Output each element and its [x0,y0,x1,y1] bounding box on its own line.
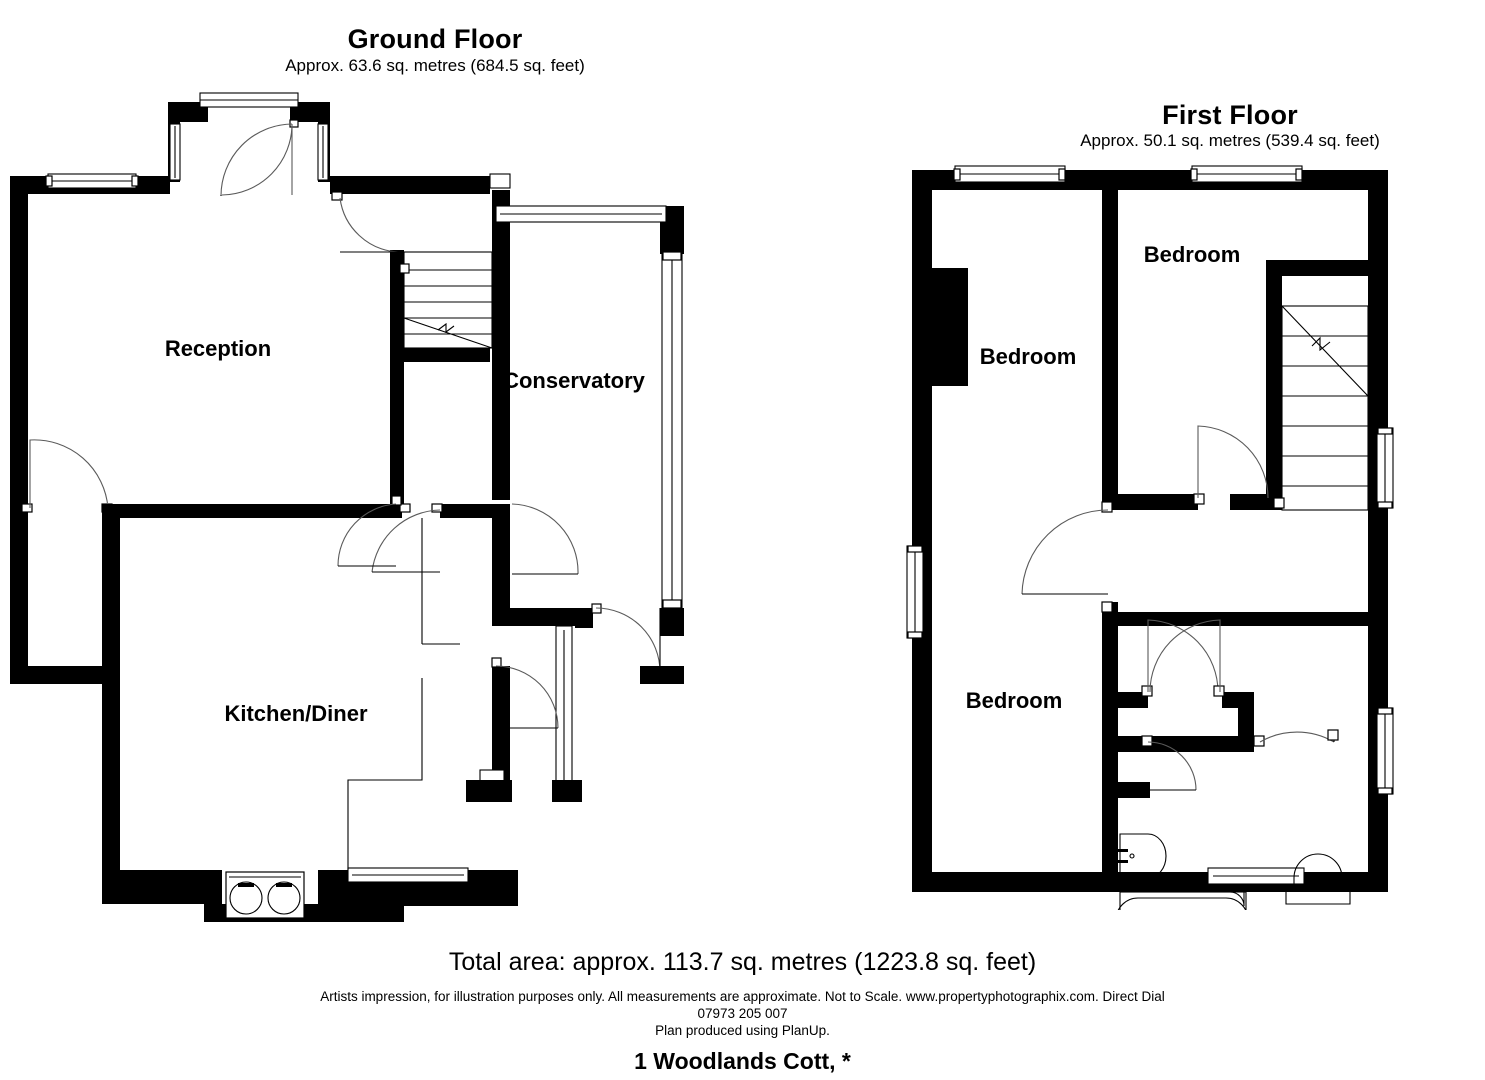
disclaimer-line-1: Artists impression, for illustration pur… [320,989,1165,1004]
interior-wall-hall-right [492,190,510,500]
hall-lower-door-hinge [391,495,402,506]
ff-wall-stair-left [1266,260,1282,510]
exterior-wall-left-upper [10,176,28,684]
conservatory-wall-lower [640,666,684,684]
lobby-door-swing [495,665,559,729]
conservatory-door-swing [511,503,579,575]
ff-wall-bathroom-right [1238,692,1254,752]
kitchen-door-hinge-right [431,503,443,513]
ff-exterior-wall-bottom [912,872,1388,892]
ff-bathroom-door-latch [1327,729,1339,741]
disclaimer-line-2: 07973 205 007 [697,1006,788,1021]
first-floor-plan: Bedroom Bedroom Bedroom [906,165,1394,910]
porch-front-door-swing [221,123,293,196]
alcove-door-hinge-left [21,503,33,513]
room-label-conservatory: Conservatory [503,368,646,393]
ff-bathroom-door-swing [1259,731,1335,743]
conservatory-back-door-swing [595,607,661,673]
conservatory-wall-bottom-right [660,608,684,636]
room-label-kitchen-diner: Kitchen/Diner [224,701,367,726]
porch-wall-top-left [168,102,208,122]
hall-door-swing [339,197,399,253]
ff-bedroom3-door-swing-right [1149,619,1221,693]
interior-wall-reception-kitchen [102,504,402,518]
exterior-wall-kitchen-bottom-left [102,870,222,904]
exterior-wall-kitchen-left [102,504,120,904]
interior-wall-hall-left [390,362,404,504]
first-floor-area: Approx. 50.1 sq. metres (539.4 sq. feet) [1080,131,1380,150]
interior-wall-kitchen-hall [440,504,510,518]
ff-bathroom-door-hinge [1253,735,1265,747]
ff-room-label-bedroom-3: Bedroom [966,688,1063,713]
interior-wall-stair-left [390,250,404,350]
ff-wall-bathroom-left [1102,626,1118,892]
kitchen-door-swing [371,509,441,573]
hall-door-hinge [331,191,343,201]
ff-wall-bathroom-top-left [1118,692,1148,708]
ff-room-label-bedroom-1: Bedroom [980,344,1077,369]
interior-wall-lobby-bottom [466,780,512,802]
total-area-text: Total area: approx. 113.7 sq. metres (12… [448,948,1037,976]
porch-wall-top-right [290,102,330,122]
ff-wall-bedroom2-bottom-left [1102,494,1198,510]
first-floor-title: First Floor [1162,100,1298,130]
ff-wall-bedroom2-bottom-right [1230,494,1268,510]
conservatory-wall-base [552,780,582,802]
conservatory-wall-bottom [492,608,592,626]
ff-bedroom3-door-swing-left [1147,619,1219,693]
ff-landing-door-hinge [1101,601,1113,613]
exterior-wall-top-right [330,176,490,194]
interior-wall-lobby-left-lower [492,666,510,786]
ff-chimney-breast [912,268,968,386]
ff-staircase [1273,305,1369,511]
kitchen-hob-ring-left [229,881,263,915]
kitchen-hob-unit [225,871,305,919]
ff-bedroom3-door-hinge-left [1141,685,1153,697]
ff-bathroom-basin [1118,833,1167,879]
ff-wall-bathroom-top [1118,736,1238,752]
porch-front-door-hinge [289,119,299,128]
alcove-door-swing [29,439,109,509]
ground-floor-plan: Reception Conservatory Kitchen/Diner [10,92,684,922]
kitchen-hob-ring-right [267,881,301,915]
kitchen-counter-upper [421,518,460,645]
hall-window-front [489,173,511,189]
ff-bathtub-shape [1117,891,1247,910]
ff-bedroom2-door-swing [1197,425,1269,499]
exterior-wall-left-step [10,666,120,684]
ff-toilet [1285,853,1351,905]
kitchen-door-hinge-left [399,503,411,513]
ground-floor-area: Approx. 63.6 sq. metres (684.5 sq. feet) [285,56,585,75]
ff-wall-airing-cupboard [1118,782,1150,798]
ff-bedroom2-door-hinge [1193,493,1205,505]
interior-wall-lobby-left [492,518,510,610]
staircase-ground [399,251,493,349]
ff-room-label-bedroom-2: Bedroom [1144,242,1241,267]
lobby-door-hinge [491,657,502,668]
ff-wall-stair-top [1266,260,1370,276]
ff-wall-landing-divider [1102,612,1368,626]
ff-bath-real [1135,891,1245,907]
ff-cupboard-door-swing [1147,741,1197,791]
kitchen-counter-lower [347,678,423,870]
interior-wall-understair [390,348,490,362]
ff-bedroom1-door-swing [1021,509,1109,595]
property-address: 1 Woodlands Cott, * [634,1048,851,1074]
conservatory-wall-bottom-stub [575,608,593,628]
ff-cupboard-door-hinge [1141,735,1153,747]
disclaimer-line-3: Plan produced using PlanUp. [655,1023,830,1038]
ff-wall-between-bedrooms [1102,190,1118,510]
ff-bedroom3-door-hinge-right [1213,685,1225,697]
ground-floor-title: Ground Floor [347,24,523,54]
hall-lower-door-swing [337,503,397,567]
room-label-reception: Reception [165,336,271,361]
ff-bedroom1-door-hinge [1101,501,1113,513]
